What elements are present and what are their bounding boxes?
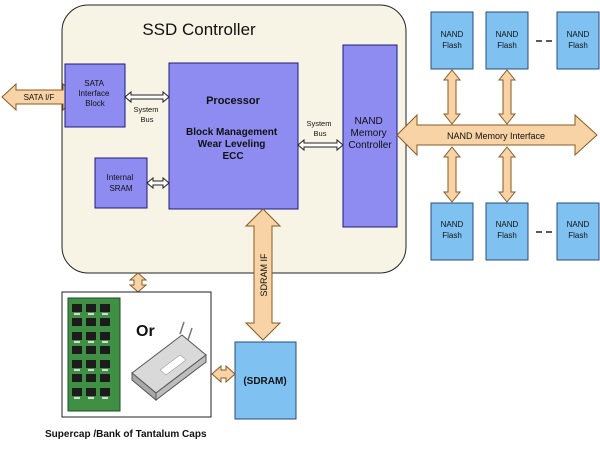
nand-bottom-1-arrow [442,146,462,203]
supercap-canister-image [131,321,207,402]
sata-interface-block [64,63,126,128]
sdram-if-label: SDRAM IF [259,253,269,297]
sdram-label: (SDRAM) [243,376,286,387]
supercap-sdram-arrow [211,364,236,384]
processor-title: Processor [206,95,261,107]
supercap-bus-arrow [128,272,148,293]
supercap-caption: Supercap /Bank of Tantalum Caps [45,429,207,440]
internal-sram-label: Internal SRAM [107,173,136,193]
nand-memory-interface-arrow [396,113,598,157]
nand-memory-controller-label: NAND Memory Controller [348,116,392,151]
supercap-board-image [67,297,121,412]
nand-memory-controller [342,44,398,228]
system-bus-right-label: System Bus [306,119,333,138]
nand-top-2-arrow [497,69,517,125]
nand-memory-interface-label: NAND Memory Interface [447,131,545,141]
nand-bottom-2-arrow [497,146,517,203]
processor-block [168,62,299,210]
ssd-controller-title: SSD Controller [142,20,256,39]
sdram-block [234,341,297,420]
sata-interface-label: SATA Interface Block [78,79,111,108]
system-bus-left-label: System Bus [133,105,160,124]
processor-functions: Block Management Wear Leveling ECC [186,127,280,162]
sdram-if-arrow [244,208,282,341]
or-label: Or [136,323,155,340]
nand-top-1-arrow [442,69,462,125]
internal-sram-block [94,157,148,209]
sata-if-label: SATA I/F [24,93,55,102]
